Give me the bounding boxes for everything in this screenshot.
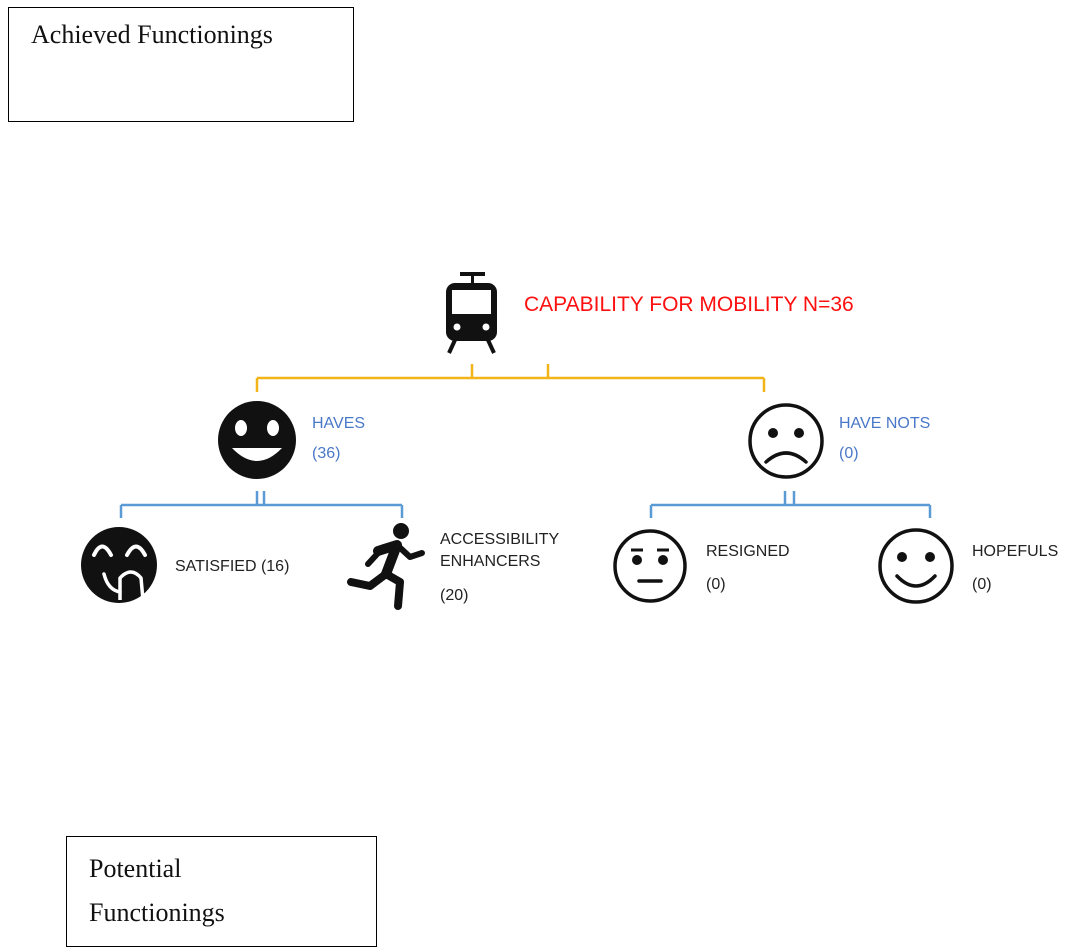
satisfied-label: SATISFIED (16) (175, 558, 290, 575)
haves-count: (36) (312, 445, 341, 462)
hopefuls-count: (0) (972, 576, 992, 593)
have-nots-count: (0) (839, 445, 859, 462)
haves-label: HAVES (312, 415, 366, 432)
have-nots-connector (649, 491, 932, 518)
hopefuls-label: HOPEFULS (972, 543, 1059, 560)
running-person-icon (347, 523, 425, 610)
grinning-face-icon (218, 401, 296, 479)
sad-face-icon (748, 403, 824, 479)
resigned-label: RESIGNED (706, 543, 790, 560)
smiling-face-icon (878, 528, 954, 604)
root-label: CAPABILITY FOR MOBILITY N=36 (524, 293, 854, 316)
have-nots-label: HAVE NOTS (839, 415, 931, 432)
resigned-count: (0) (706, 576, 726, 593)
satisfied-face-icon (81, 527, 157, 603)
enhancers-label-line1: ACCESSIBILITY (440, 531, 560, 548)
level1-connector (255, 364, 766, 392)
haves-connector (119, 491, 404, 518)
tram-icon (446, 272, 497, 354)
potential-functionings-line1: Potential (89, 854, 182, 883)
enhancers-count: (20) (440, 587, 469, 604)
neutral-face-icon (613, 529, 687, 603)
achieved-functionings-box: Achieved Functionings (8, 7, 354, 122)
achieved-functionings-label: Achieved Functionings (31, 20, 273, 49)
enhancers-label-line2: ENHANCERS (440, 553, 541, 570)
potential-functionings-line2: Functionings (89, 898, 225, 927)
